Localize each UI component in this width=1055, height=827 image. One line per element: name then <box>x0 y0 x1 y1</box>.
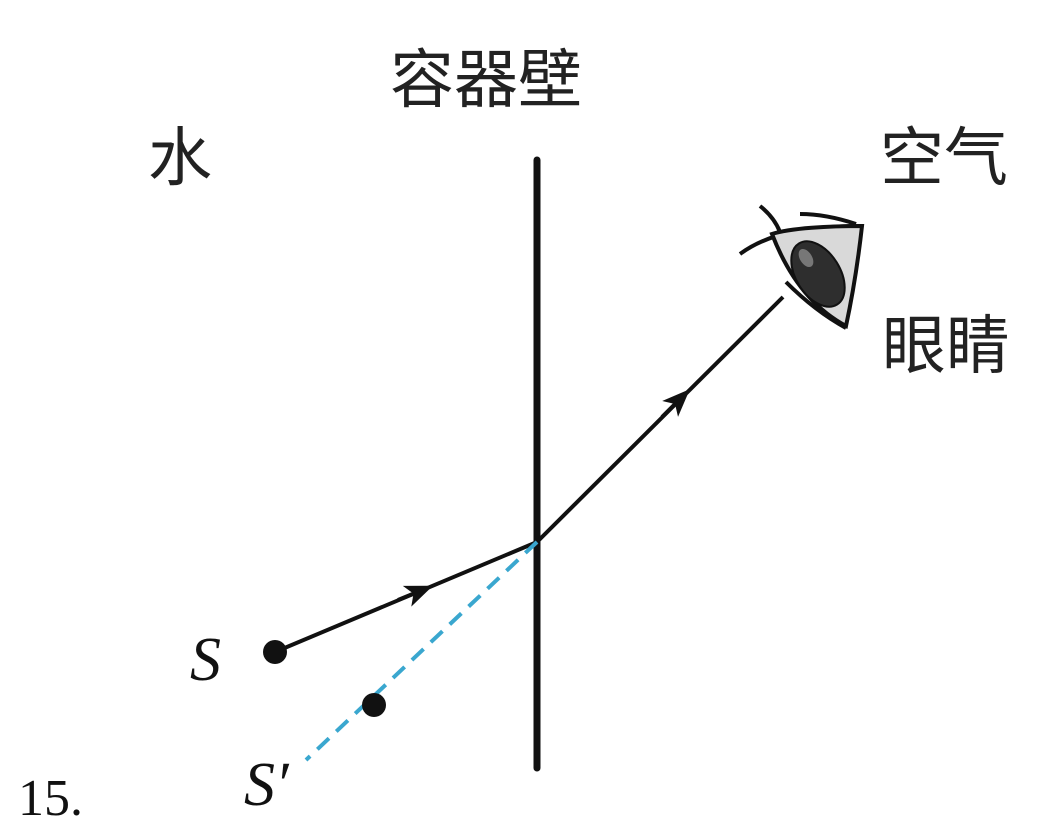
source-point <box>263 640 287 664</box>
refracted-ray-arrow <box>660 389 690 419</box>
eye-icon <box>738 204 865 330</box>
wall-label: 容器壁 <box>390 44 582 118</box>
source-label: S <box>190 626 221 694</box>
virtual-extension <box>304 540 539 762</box>
image-marker-point <box>362 693 386 717</box>
eye-label: 眼睛 <box>882 310 1010 384</box>
air-label: 空气 <box>880 122 1008 196</box>
water-label: 水 <box>148 122 212 196</box>
refracted-ray <box>535 295 785 544</box>
image-label: S′ <box>244 751 290 819</box>
incident-ray-arrow <box>397 585 433 607</box>
question-number: 15. <box>18 770 83 827</box>
